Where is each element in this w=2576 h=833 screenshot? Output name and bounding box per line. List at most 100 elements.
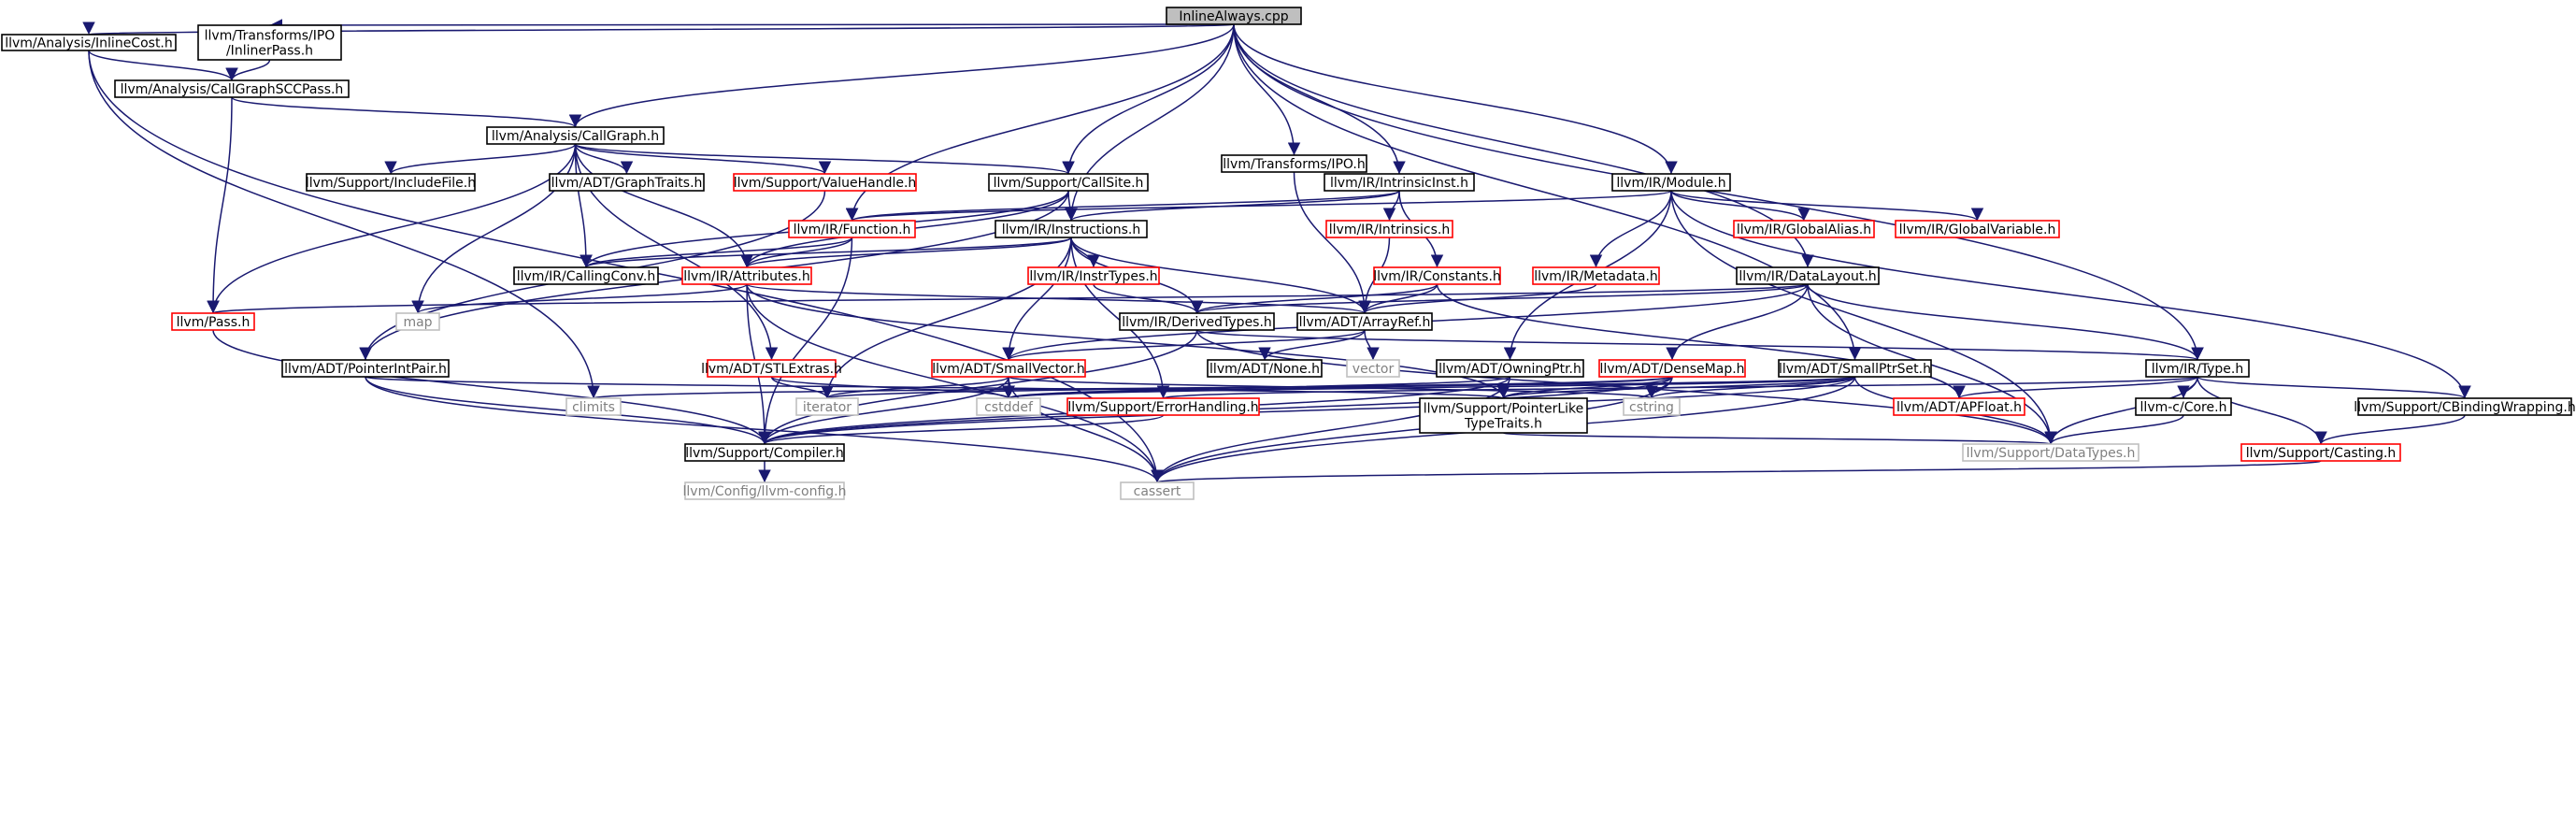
node-layer: InlineAlways.cpp llvm/Analysis/InlineCost…	[1, 7, 2576, 500]
edge-ir_attributes-to-cassert	[746, 283, 1164, 483]
edge-path	[1645, 376, 1856, 399]
node-label: llvm/Support/PointerLike	[1424, 402, 1584, 417]
node-label: llvm/ADT/DenseMap.h	[1599, 362, 1744, 377]
edge-path	[574, 143, 634, 175]
node-adt_smallptrset[interactable]: llvm/ADT/SmallPtrSet.h	[1778, 359, 1932, 378]
node-ir_type[interactable]: llvm/IR/Type.h	[2145, 359, 2250, 378]
node-ir_datalayout[interactable]: llvm/IR/DataLayout.h	[1736, 266, 1880, 285]
node-analysis_inlinecost[interactable]: llvm/Analysis/InlineCost.h	[1, 34, 177, 51]
node-support_casting[interactable]: llvm/Support/Casting.h	[2240, 443, 2401, 462]
node-adt_arrayref[interactable]: llvm/ADT/ArrayRef.h	[1296, 312, 1433, 331]
node-ir_globalalias[interactable]: llvm/IR/GlobalAlias.h	[1733, 220, 1875, 238]
node-pass[interactable]: llvm/Pass.h	[171, 312, 255, 331]
edge-path	[365, 376, 1164, 483]
edge-path	[588, 376, 1856, 399]
edge-adt_pointerintpair-to-support_compiler	[365, 376, 771, 445]
edge-path	[758, 376, 1856, 445]
edge-path	[212, 329, 771, 445]
node-transforms_ipo[interactable]: llvm/Transforms/IPO.h	[1221, 154, 1367, 173]
node-support_includefile[interactable]: llvm/Support/IncludeFile.h	[306, 173, 476, 192]
node-label: llvm/ADT/OwningPtr.h	[1438, 362, 1581, 377]
node-ir_derivedtypes[interactable]: llvm/IR/DerivedTypes.h	[1119, 312, 1275, 331]
edge-support_cbindingwrapping-to-support_casting	[2314, 414, 2466, 445]
node-box	[486, 126, 665, 145]
node-ir_function[interactable]: llvm/IR/Function.h	[788, 220, 916, 238]
node-analysis_callgraph[interactable]: llvm/Analysis/CallGraph.h	[486, 126, 665, 145]
node-label: /InlinerPass.h	[226, 44, 313, 59]
node-label: llvm/IR/GlobalAlias.h	[1737, 223, 1871, 237]
edge-inline_always-to-ir_module	[1233, 23, 1678, 175]
edge-adt_smallvector-to-support_compiler	[758, 376, 1009, 445]
node-box	[707, 359, 837, 378]
edge-path	[770, 376, 1015, 399]
node-ir_metadata[interactable]: llvm/IR/Metadata.h	[1532, 266, 1660, 285]
edge-adt_arrayref-to-vector	[1364, 329, 1380, 361]
edge-adt_pointerintpair-to-cassert	[365, 376, 1164, 483]
edge-path	[1195, 329, 2203, 361]
node-ir_attributes[interactable]: llvm/IR/Attributes.h	[681, 266, 812, 285]
node-support_valuehandle[interactable]: llvm/Support/ValueHandle.h	[733, 173, 917, 192]
edge-path	[740, 237, 1072, 268]
node-ir_intrinsicinst[interactable]: llvm/IR/IntrinsicInst.h	[1324, 173, 1475, 192]
node-support_compiler[interactable]: llvm/Support/Compiler.h	[684, 443, 845, 462]
node-adt_pointerintpair[interactable]: llvm/ADT/PointerIntPair.h	[281, 359, 450, 378]
node-llvmc_core[interactable]: llvm-c/Core.h	[2135, 397, 2232, 416]
node-cassert: cassert	[1120, 481, 1195, 500]
edge-path	[1670, 190, 2471, 399]
edge-path	[746, 283, 1164, 483]
node-box	[2145, 359, 2250, 378]
node-label: llvm/IR/Constants.h	[1373, 269, 1501, 284]
node-label: llvm/ADT/ArrayRef.h	[1299, 315, 1431, 330]
node-label: llvm-c/Core.h	[2140, 400, 2227, 415]
edge-adt_arrayref-to-adt_none	[1258, 329, 1366, 361]
edge-path	[821, 237, 1072, 399]
node-adt_apfloat[interactable]: llvm/ADT/APFloat.h	[1893, 397, 2025, 416]
node-label: llvm/IR/GlobalVariable.h	[1899, 223, 2056, 237]
edge-path	[758, 237, 853, 445]
edge-ir_instructions-to-ir_callingconv	[580, 237, 1072, 268]
node-support_cbindingwrapping[interactable]: llvm/Support/CBindingWrapping.h	[2354, 397, 2576, 416]
edge-ir_attributes-to-map	[411, 283, 748, 314]
edge-path	[821, 376, 1009, 399]
edge-ir_derivedtypes-to-ir_type	[1195, 329, 2203, 361]
node-support_datatypes: llvm/Support/DataTypes.h	[1962, 443, 2140, 462]
node-label: llvm/ADT/GraphTraits.h	[551, 176, 703, 191]
node-ir_globalvariable[interactable]: llvm/IR/GlobalVariable.h	[1895, 220, 2060, 238]
node-label: llvm/IR/Metadata.h	[1534, 269, 1658, 284]
node-ir_instrtypes[interactable]: llvm/IR/InstrTypes.h	[1027, 266, 1160, 285]
edge-path	[269, 19, 1235, 32]
node-adt_stlextras[interactable]: llvm/ADT/STLExtras.h	[701, 359, 842, 378]
node-adt_densemap[interactable]: llvm/ADT/DenseMap.h	[1598, 359, 1746, 378]
node-ir_instructions[interactable]: llvm/IR/Instructions.h	[995, 220, 1148, 238]
node-support_errorhandling[interactable]: llvm/Support/ErrorHandling.h	[1066, 397, 1260, 416]
edge-path	[1382, 190, 1400, 222]
node-adt_none[interactable]: llvm/ADT/None.h	[1207, 359, 1323, 378]
node-box	[2240, 443, 2401, 462]
edge-ir_intrinsicinst-to-ir_intrinsics	[1382, 190, 1400, 222]
edge-path	[1233, 23, 1862, 361]
node-box	[1324, 173, 1475, 192]
edge-path	[1158, 376, 2198, 399]
node-adt_graphtraits[interactable]: llvm/ADT/GraphTraits.h	[549, 173, 705, 192]
node-inline_always[interactable]: InlineAlways.cpp	[1166, 7, 1302, 25]
node-ir_constants[interactable]: llvm/IR/Constants.h	[1373, 266, 1501, 285]
edge-analysis_callgraph-to-support_callsite	[574, 143, 1075, 175]
edge-ir_instrtypes-to-ir_derivedtypes	[1093, 283, 1204, 314]
edge-path	[574, 143, 593, 268]
node-box	[171, 312, 255, 331]
node-adt_smallvector[interactable]: llvm/ADT/SmallVector.h	[931, 359, 1086, 378]
node-ir_module[interactable]: llvm/IR/Module.h	[1611, 173, 1731, 192]
node-box	[684, 443, 845, 462]
edge-ir_constants-to-ir_derivedtypes	[1190, 283, 1438, 314]
node-support_callsite[interactable]: llvm/Support/CallSite.h	[988, 173, 1149, 192]
node-analysis_callgraphscc[interactable]: llvm/Analysis/CallGraphSCCPass.h	[114, 79, 350, 98]
edge-ir_type-to-adt_apfloat	[1953, 376, 2198, 399]
node-label: llvm/Transforms/IPO	[205, 29, 336, 44]
edge-inline_always-to-ir_intrinsicinst	[1233, 23, 1406, 175]
node-transforms_inlinerpass[interactable]: llvm/Transforms/IPO/InlinerPass.h	[197, 24, 342, 61]
node-adt_owningptr[interactable]: llvm/ADT/OwningPtr.h	[1436, 359, 1584, 378]
node-ir_intrinsics[interactable]: llvm/IR/Intrinsics.h	[1325, 220, 1453, 238]
edge-inline_always-to-ir_datalayout	[1233, 23, 1814, 268]
node-ir_callingconv[interactable]: llvm/IR/CallingConv.h	[513, 266, 659, 285]
